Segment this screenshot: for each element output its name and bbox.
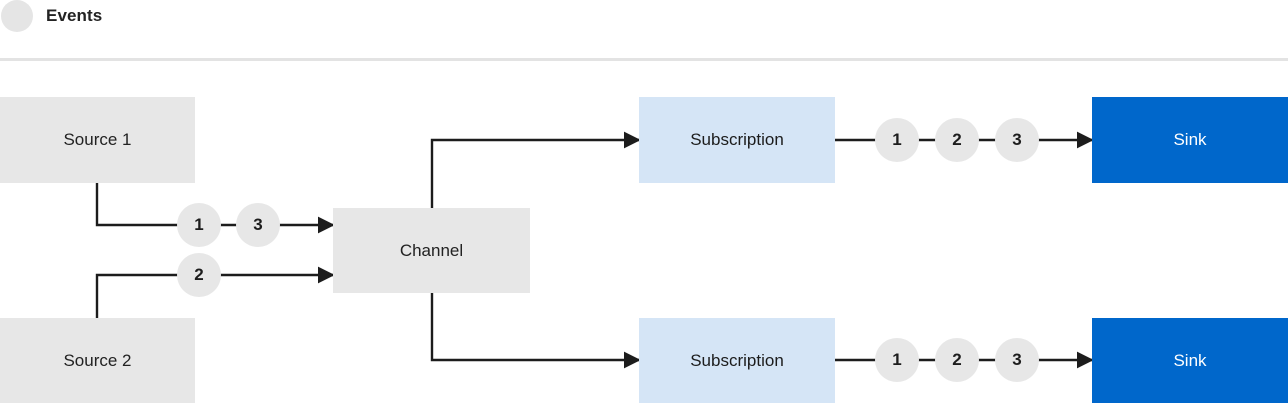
node-label: Sink bbox=[1173, 350, 1207, 370]
node-label: Sink bbox=[1173, 130, 1207, 149]
edge-channel-subtop bbox=[430, 131, 641, 208]
node-label: Subscription bbox=[690, 350, 784, 370]
node-label: Channel bbox=[399, 240, 464, 260]
node-sink-top[interactable]: Sink bbox=[1092, 97, 1288, 183]
node-sink-bottom[interactable]: Sink bbox=[1092, 318, 1288, 403]
edge-channel-subbottom bbox=[430, 293, 641, 369]
event-token-tok-subtop-3[interactable]: 3 bbox=[995, 118, 1039, 162]
node-label: Subscription bbox=[690, 130, 784, 149]
event-token-tok-src1-a[interactable]: 1 bbox=[177, 203, 221, 247]
node-subscription-top[interactable]: Subscription bbox=[639, 97, 835, 183]
event-token-tok-subtop-2[interactable]: 2 bbox=[935, 118, 979, 162]
node-channel[interactable]: Channel bbox=[333, 208, 530, 293]
node-label: Source 2 bbox=[63, 350, 132, 370]
event-token-tok-subbot-2[interactable]: 2 bbox=[935, 338, 979, 382]
legend-label: Events bbox=[46, 6, 103, 25]
legend: Events bbox=[0, 0, 300, 34]
node-source-1[interactable]: Source 1 bbox=[0, 97, 195, 183]
header-divider bbox=[0, 58, 1288, 61]
event-token-tok-subbot-1[interactable]: 1 bbox=[875, 338, 919, 382]
event-token-tok-subtop-1[interactable]: 1 bbox=[875, 118, 919, 162]
event-token-tok-subbot-3[interactable]: 3 bbox=[995, 338, 1039, 382]
event-token-tok-src1-b[interactable]: 3 bbox=[236, 203, 280, 247]
event-dot-icon bbox=[1, 0, 33, 32]
event-token-tok-src2-a[interactable]: 2 bbox=[177, 253, 221, 297]
node-label: Source 1 bbox=[63, 130, 132, 149]
node-subscription-bottom[interactable]: Subscription bbox=[639, 318, 835, 403]
node-source-2[interactable]: Source 2 bbox=[0, 318, 195, 403]
